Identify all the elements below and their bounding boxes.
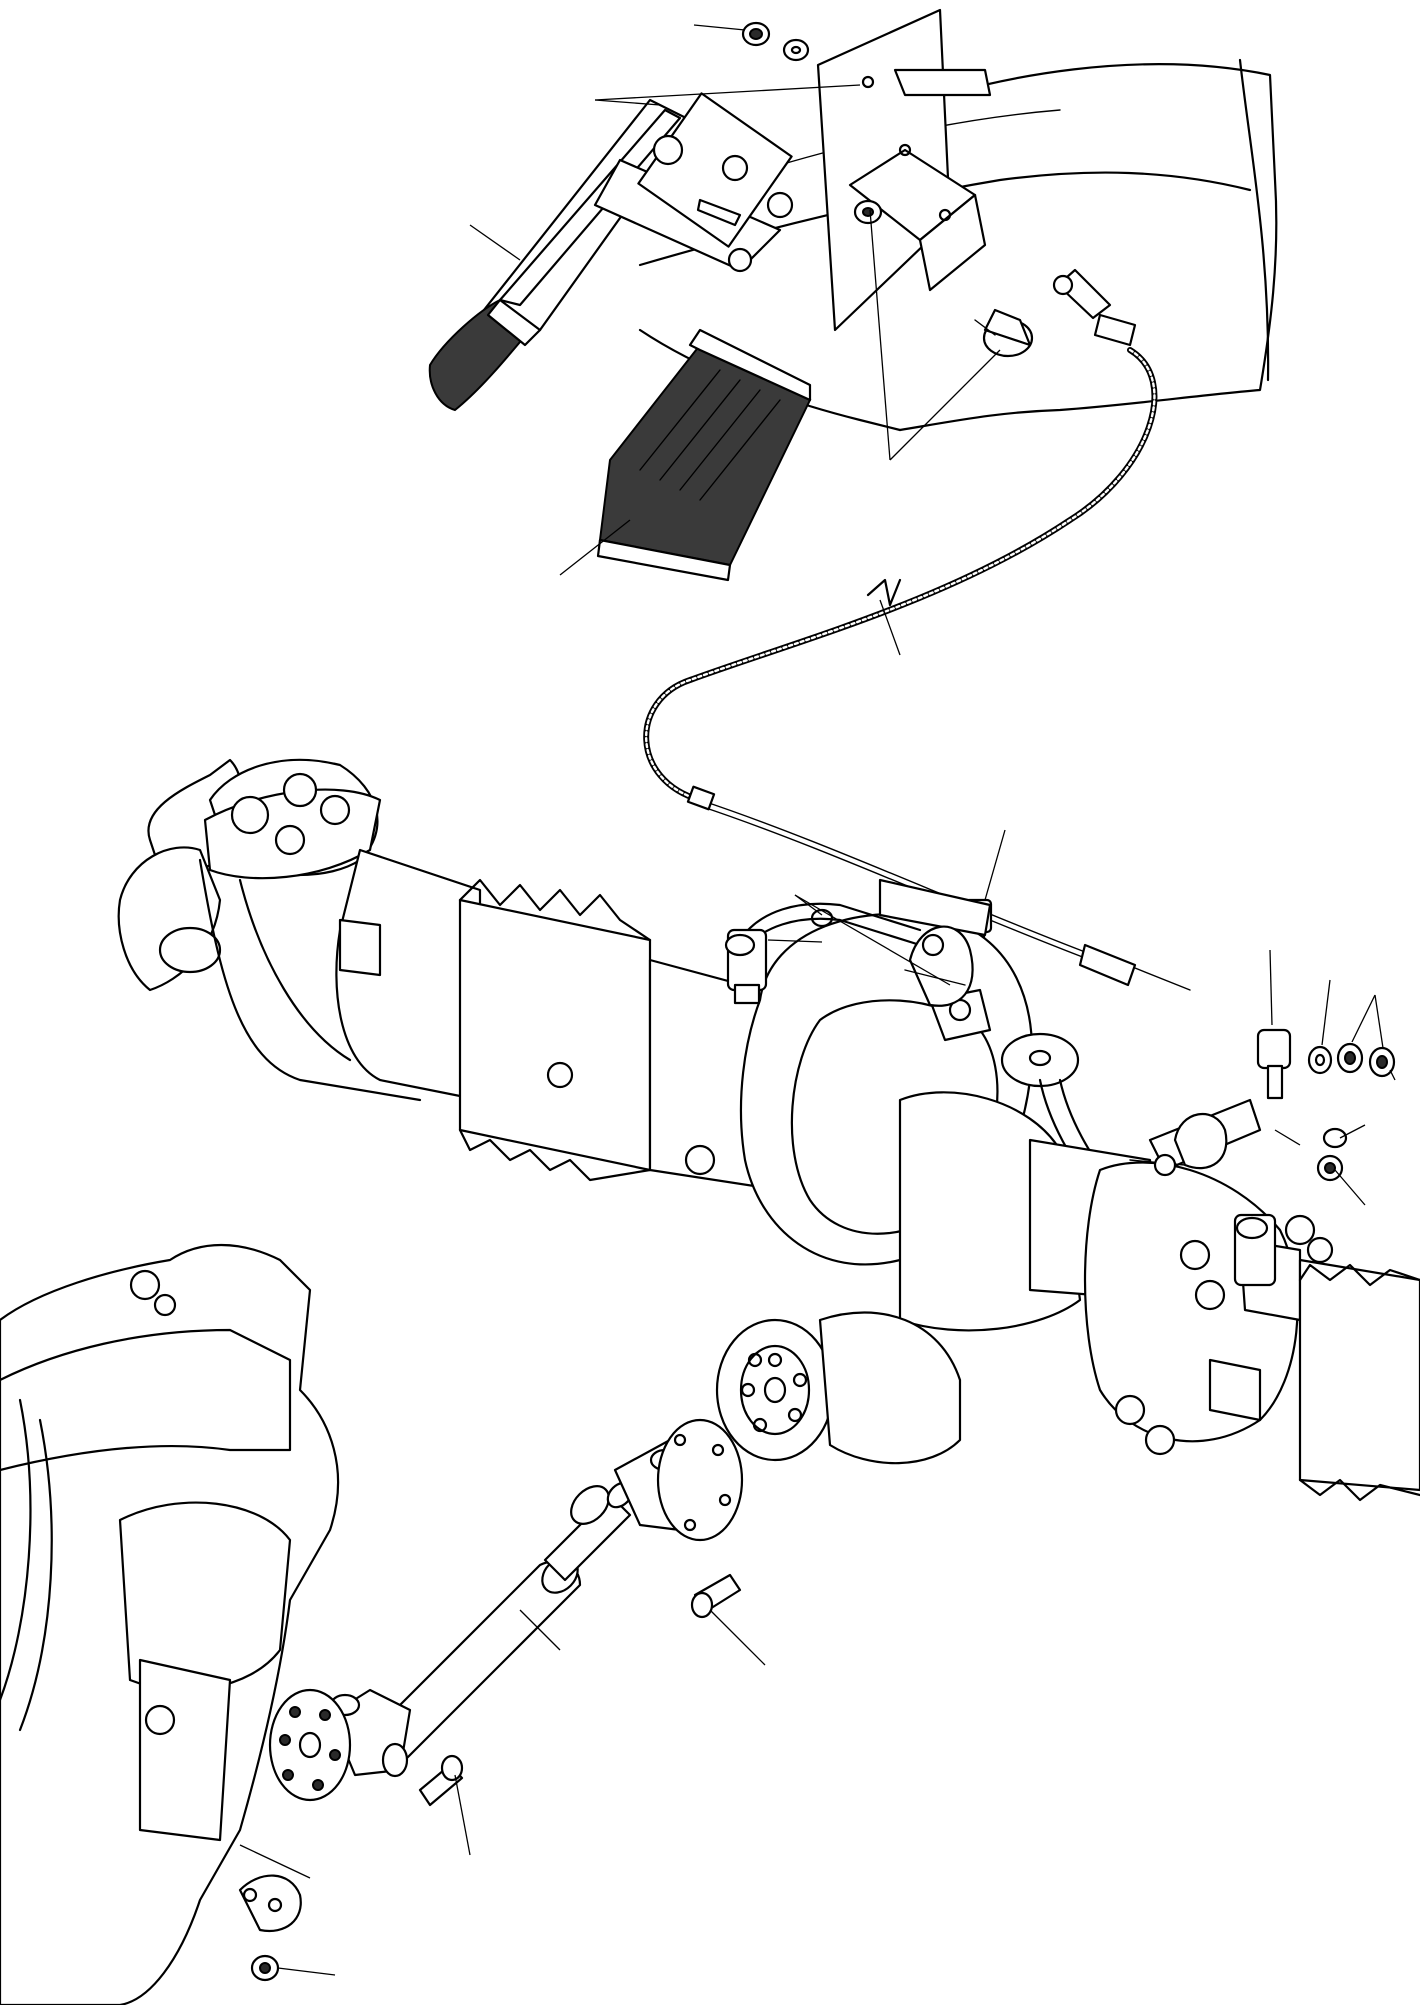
flange-bolt: [418, 1754, 464, 1807]
differential-housing: [715, 878, 1167, 1465]
pedal-bracket: [816, 8, 992, 332]
nut: [1368, 1046, 1396, 1078]
cable-end-fitting: [1256, 1028, 1292, 1100]
cable-end-fitting: [1052, 268, 1137, 347]
cable-break-mark: [866, 578, 902, 607]
washer: [1307, 1045, 1333, 1075]
lever-handle-grip: [428, 298, 542, 412]
front-axle: [117, 758, 782, 1192]
nut: [1316, 1154, 1344, 1182]
transmission-housing: [0, 1244, 340, 2005]
washer: [782, 38, 810, 62]
nut: [250, 1954, 280, 1982]
propeller-shaft-flange: [656, 1418, 744, 1542]
propeller-shaft: [328, 1438, 714, 1778]
propeller-shaft-flange: [268, 1688, 352, 1802]
flange-bolt: [690, 1573, 742, 1619]
washer: [1322, 1127, 1348, 1149]
front-axle: [1028, 1098, 1420, 1502]
brake-cable: [643, 347, 1191, 991]
leader-lines: [239, 24, 1396, 1976]
nut: [741, 21, 771, 47]
brake-switch: [974, 308, 1034, 358]
washer: [853, 199, 883, 225]
nut: [1336, 1042, 1364, 1074]
brake-pedal: [596, 328, 812, 582]
parking-brake-lever: [478, 92, 794, 332]
